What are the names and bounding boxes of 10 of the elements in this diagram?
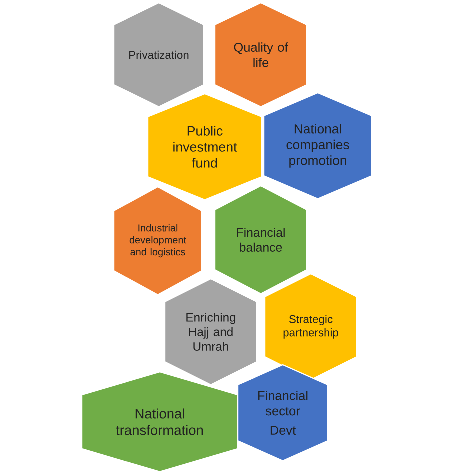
hexagon: Strategic partnership [264, 273, 358, 381]
hexagon: Financial sector Devt [237, 364, 329, 462]
hexagon: Financial balance [214, 185, 308, 295]
hexagon: National transformation [81, 371, 239, 473]
hexagon: National companies promotion [263, 92, 373, 200]
hexagon: Industrial development and logistics [113, 186, 203, 296]
hexagon: Quality of life [214, 2, 308, 108]
hexagon: Enriching Hajj and Umrah [164, 278, 258, 386]
hexagon: Privatization [113, 2, 205, 108]
hexagon: Public investment fund [147, 93, 263, 201]
